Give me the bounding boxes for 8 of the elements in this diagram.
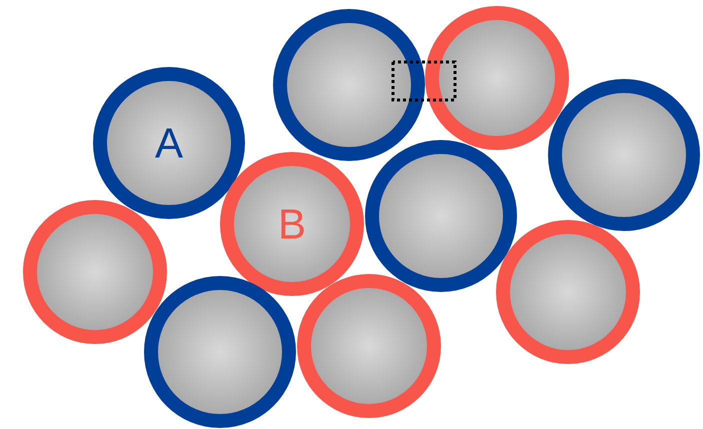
- ring-circle: [273, 9, 425, 161]
- ring-circle: [496, 220, 640, 364]
- ring-circle: [425, 6, 569, 150]
- ring-circle: [548, 79, 700, 231]
- ring-circle: [365, 140, 517, 292]
- ring-circle: [297, 274, 441, 418]
- ring-circle: [144, 276, 296, 428]
- ring-circle: [23, 200, 167, 344]
